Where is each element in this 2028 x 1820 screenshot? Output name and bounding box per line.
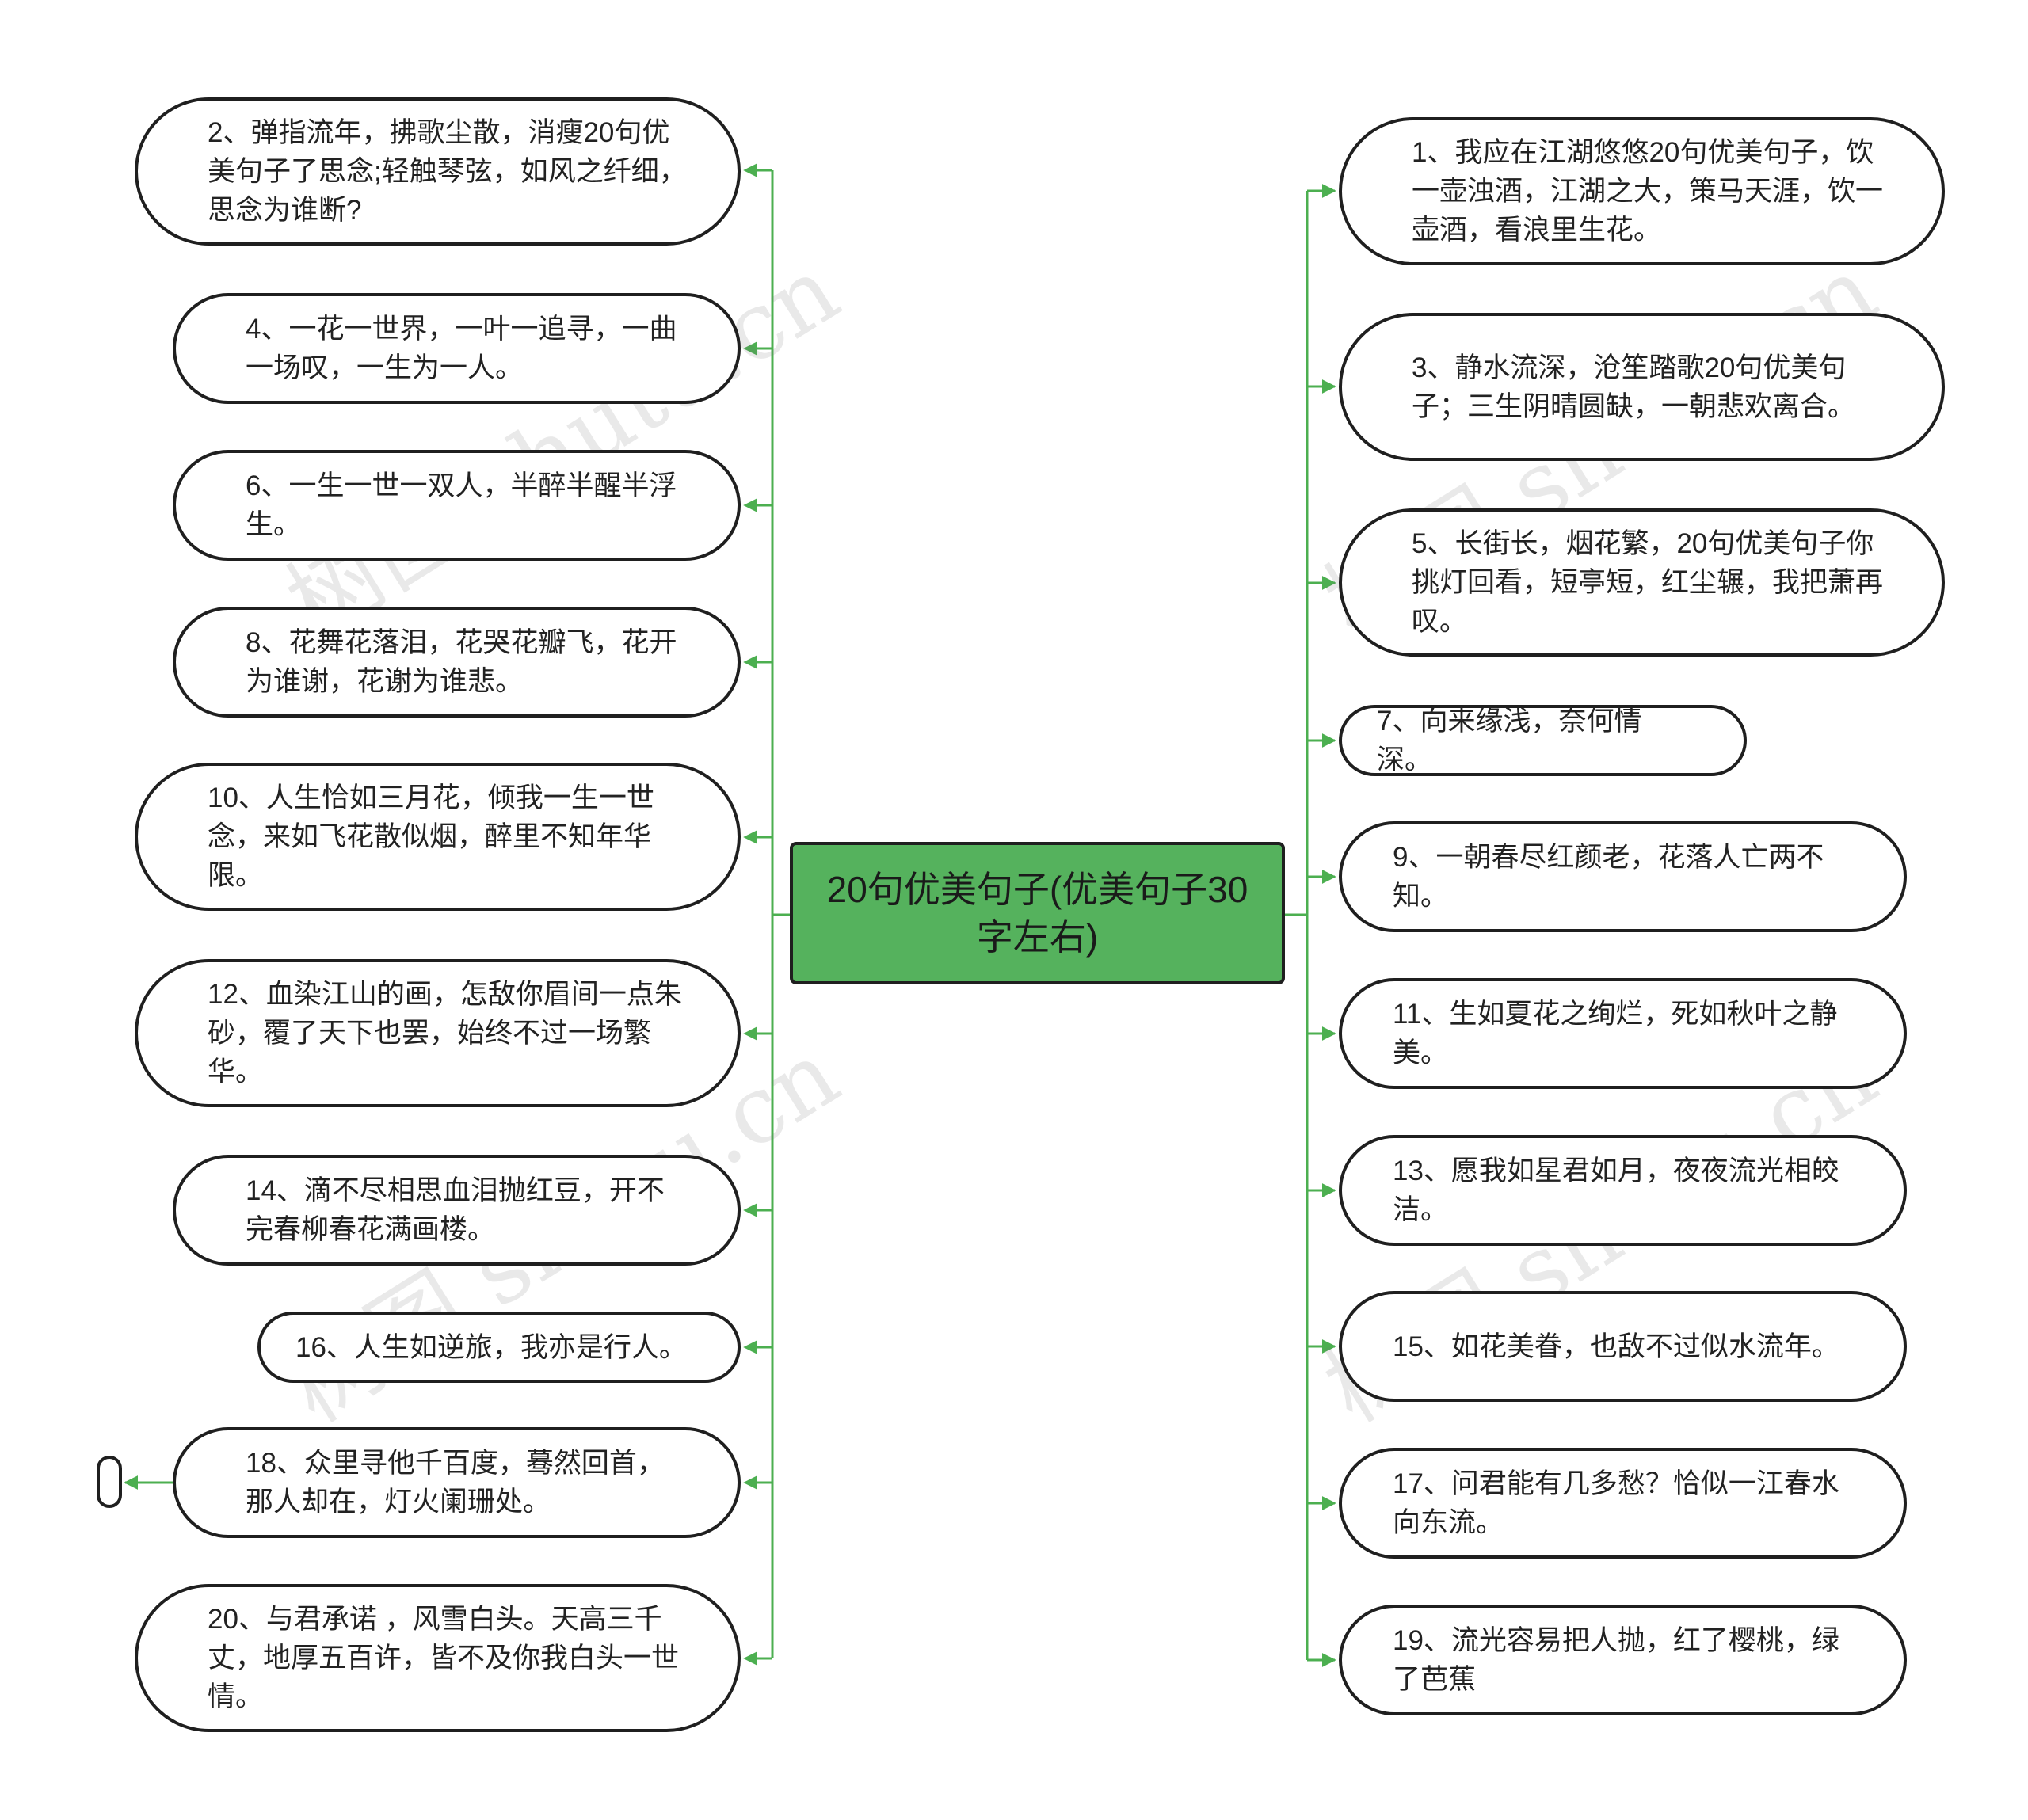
node-text: 11、生如夏花之绚烂，死如秋叶之静美。 [1393,999,1838,1068]
node-text: 5、长街长，烟花繁，20句优美句子你挑灯回看，短亭短，红尘辗，我把萧再叹。 [1412,528,1884,637]
node-text: 19、流光容易把人抛，红了樱桃，绿了芭蕉 [1393,1625,1839,1695]
node-text: 3、静水流深，沧笙踏歌20句优美句子；三生阴晴圆缺，一朝悲欢离合。 [1412,352,1856,422]
node-text: 7、向来缘浅，奈何情深。 [1377,706,1642,775]
right-node-13[interactable]: 13、愿我如星君如月，夜夜流光相皎洁。 [1339,1135,1907,1246]
node-text: 14、滴不尽相思血泪抛红豆，开不完春柳春花满画楼。 [246,1175,665,1245]
right-node-1[interactable]: 1、我应在江湖悠悠20句优美句子，饮一壶浊酒，江湖之大，策马天涯，饮一壶酒，看浪… [1339,117,1945,265]
left-node-8[interactable]: 8、花舞花落泪，花哭花瓣飞，花开为谁谢，花谢为谁悲。 [173,607,741,718]
left-node-16[interactable]: 16、人生如逆旅，我亦是行人。 [257,1312,741,1383]
node-text: 10、人生恰如三月花，倾我一生一世念，来如飞花散似烟，醉里不知年华限。 [208,782,654,891]
node-text: 17、问君能有几多愁？恰似一江春水向东流。 [1393,1468,1839,1538]
left-node-2[interactable]: 2、弹指流年，拂歌尘散，消瘦20句优美句子了思念;轻触琴弦，如风之纤细，思念为谁… [135,97,741,246]
node-text: 20、与君承诺 ，风雪白头。天高三千丈，地厚五百许，皆不及你我白头一世情。 [208,1604,680,1712]
node-text: 2、弹指流年，拂歌尘散，消瘦20句优美句子了思念;轻触琴弦，如风之纤细，思念为谁… [208,117,687,226]
right-node-11[interactable]: 11、生如夏花之绚烂，死如秋叶之静美。 [1339,978,1907,1089]
node-text: 18、众里寻他千百度，蓦然回首，那人却在，灯火阑珊处。 [246,1448,665,1517]
right-node-19[interactable]: 19、流光容易把人抛，红了樱桃，绿了芭蕉 [1339,1605,1907,1715]
right-node-7[interactable]: 7、向来缘浅，奈何情深。 [1339,705,1747,776]
collapsed-child-stub[interactable] [97,1456,122,1508]
right-node-9[interactable]: 9、一朝春尽红颜老，花落人亡两不知。 [1339,821,1907,932]
right-node-15[interactable]: 15、如花美眷，也敌不过似水流年。 [1339,1291,1907,1402]
node-text: 6、一生一世一双人，半醉半醒半浮生。 [246,470,677,540]
node-text: 1、我应在江湖悠悠20句优美句子，饮一壶浊酒，江湖之大，策马天涯，饮一壶酒，看浪… [1412,137,1884,246]
left-node-4[interactable]: 4、一花一世界，一叶一追寻，一曲一场叹，一生为一人。 [173,293,741,404]
right-node-17[interactable]: 17、问君能有几多愁？恰似一江春水向东流。 [1339,1448,1907,1559]
right-node-3[interactable]: 3、静水流深，沧笙踏歌20句优美句子；三生阴晴圆缺，一朝悲欢离合。 [1339,313,1945,461]
left-node-12[interactable]: 12、血染江山的画，怎敌你眉间一点朱砂，覆了天下也罢，始终不过一场繁华。 [135,959,741,1107]
node-text: 13、愿我如星君如月，夜夜流光相皎洁。 [1393,1156,1839,1225]
node-text: 9、一朝春尽红颜老，花落人亡两不知。 [1393,842,1824,912]
node-text: 12、血染江山的画，怎敌你眉间一点朱砂，覆了天下也罢，始终不过一场繁华。 [208,979,682,1087]
root-topic-label: 20句优美句子(优美句子30字左右) [826,869,1248,958]
node-text: 15、如花美眷，也敌不过似水流年。 [1393,1331,1839,1362]
left-node-18[interactable]: 18、众里寻他千百度，蓦然回首，那人却在，灯火阑珊处。 [173,1427,741,1538]
root-topic-node[interactable]: 20句优美句子(优美句子30字左右) [790,842,1285,984]
left-node-6[interactable]: 6、一生一世一双人，半醉半醒半浮生。 [173,450,741,561]
right-node-5[interactable]: 5、长街长，烟花繁，20句优美句子你挑灯回看，短亭短，红尘辗，我把萧再叹。 [1339,508,1945,657]
node-text: 16、人生如逆旅，我亦是行人。 [295,1331,687,1363]
left-node-14[interactable]: 14、滴不尽相思血泪抛红豆，开不完春柳春花满画楼。 [173,1155,741,1266]
node-text: 4、一花一世界，一叶一追寻，一曲一场叹，一生为一人。 [246,314,677,383]
left-node-20[interactable]: 20、与君承诺 ，风雪白头。天高三千丈，地厚五百许，皆不及你我白头一世情。 [135,1584,741,1732]
left-node-10[interactable]: 10、人生恰如三月花，倾我一生一世念，来如飞花散似烟，醉里不知年华限。 [135,763,741,911]
node-text: 8、花舞花落泪，花哭花瓣飞，花开为谁谢，花谢为谁悲。 [246,627,677,697]
